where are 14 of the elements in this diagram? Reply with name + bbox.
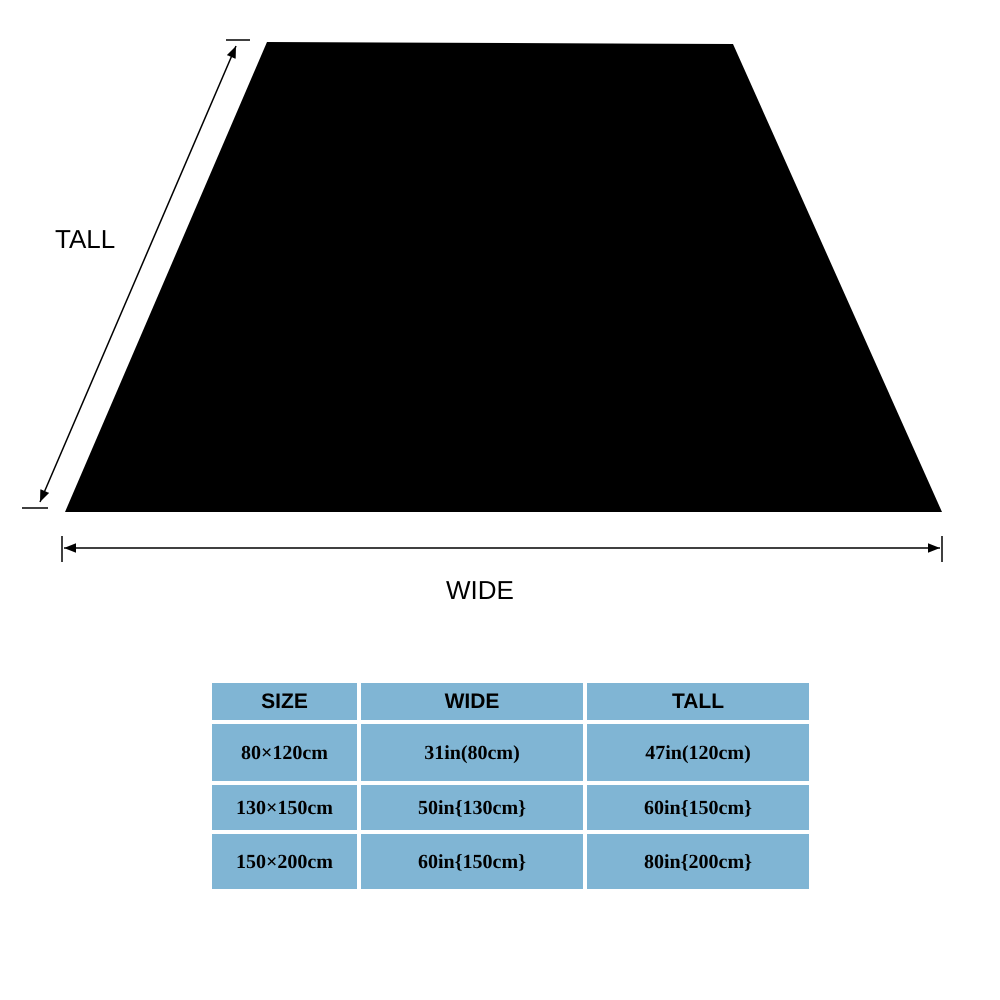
table-cell: 80in{200cm}	[587, 834, 809, 889]
table-cell: 150×200cm	[212, 834, 357, 889]
header-cell: WIDE	[361, 683, 583, 720]
dimension-label: TALL	[55, 226, 116, 252]
header-cell: SIZE	[212, 683, 357, 720]
table-cell: 60in{150cm}	[361, 834, 583, 889]
dimension-label: WIDE	[446, 577, 514, 603]
table-cell: 31in(80cm)	[361, 724, 583, 781]
table-cell: 60in{150cm}	[587, 785, 809, 830]
header-cell: TALL	[587, 683, 809, 720]
table-cell: 80×120cm	[212, 724, 357, 781]
table-cell: 50in{130cm}	[361, 785, 583, 830]
table-cell: 47in(120cm)	[587, 724, 809, 781]
table-cell: 130×150cm	[212, 785, 357, 830]
